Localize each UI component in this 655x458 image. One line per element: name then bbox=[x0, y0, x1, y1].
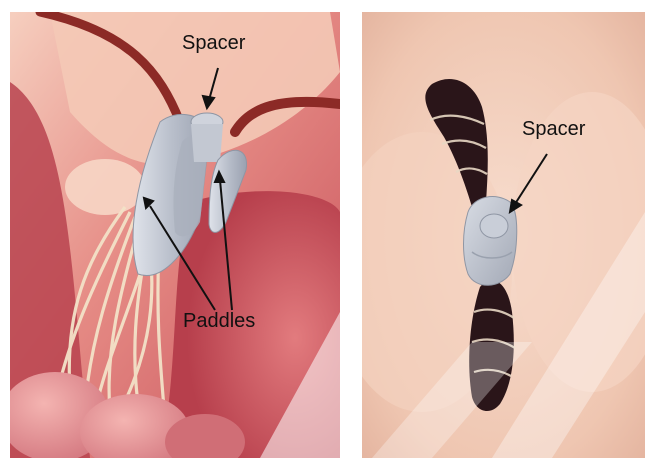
device-spacer bbox=[191, 124, 223, 162]
left-illustration-panel bbox=[10, 12, 340, 458]
right-illustration-panel bbox=[362, 12, 645, 458]
annulus-highlight bbox=[65, 159, 145, 215]
spacer-top bbox=[480, 214, 508, 238]
right-spacer-label: Spacer bbox=[522, 118, 585, 141]
left-spacer-label: Spacer bbox=[182, 32, 245, 55]
paddles-label: Paddles bbox=[183, 310, 255, 333]
right-valve-view bbox=[362, 12, 645, 458]
left-heart-illustration bbox=[10, 12, 340, 458]
spacer-device bbox=[464, 197, 517, 286]
spacer-body bbox=[464, 197, 517, 286]
